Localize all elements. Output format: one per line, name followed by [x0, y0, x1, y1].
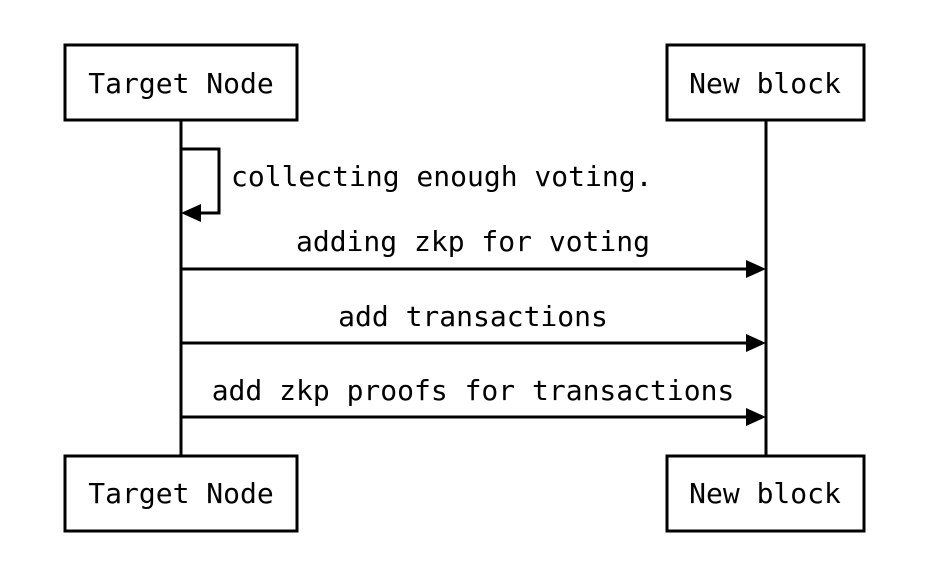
actor-target-node-bottom: Target Node [63, 454, 299, 533]
actor-new-block-bottom: New block [665, 454, 866, 533]
arrowhead [746, 260, 766, 278]
arrowhead [746, 334, 766, 352]
message-self-collecting-voting: collecting enough voting. [181, 147, 652, 222]
actor-new-block-top: New block [665, 43, 866, 122]
actor-target-node-top: Target Node [63, 43, 299, 122]
message-adding-zkp-voting: adding zkp for voting [181, 225, 766, 278]
arrowhead [181, 204, 201, 222]
actor-new-block-top-label: New block [689, 67, 841, 100]
actor-target-node-top-label: Target Node [88, 67, 273, 100]
message-label-adding-zkp-voting: adding zkp for voting [296, 225, 650, 258]
message-label-add-transactions: add transactions [338, 300, 608, 333]
actor-new-block-bottom-label: New block [689, 477, 841, 510]
message-label-add-zkp-proofs: add zkp proofs for transactions [212, 374, 735, 407]
message-add-transactions: add transactions [181, 300, 766, 352]
arrowhead [746, 408, 766, 426]
actor-target-node-bottom-label: Target Node [88, 477, 273, 510]
message-add-zkp-proofs: add zkp proofs for transactions [181, 374, 766, 426]
message-label-collecting-voting: collecting enough voting. [231, 160, 652, 193]
